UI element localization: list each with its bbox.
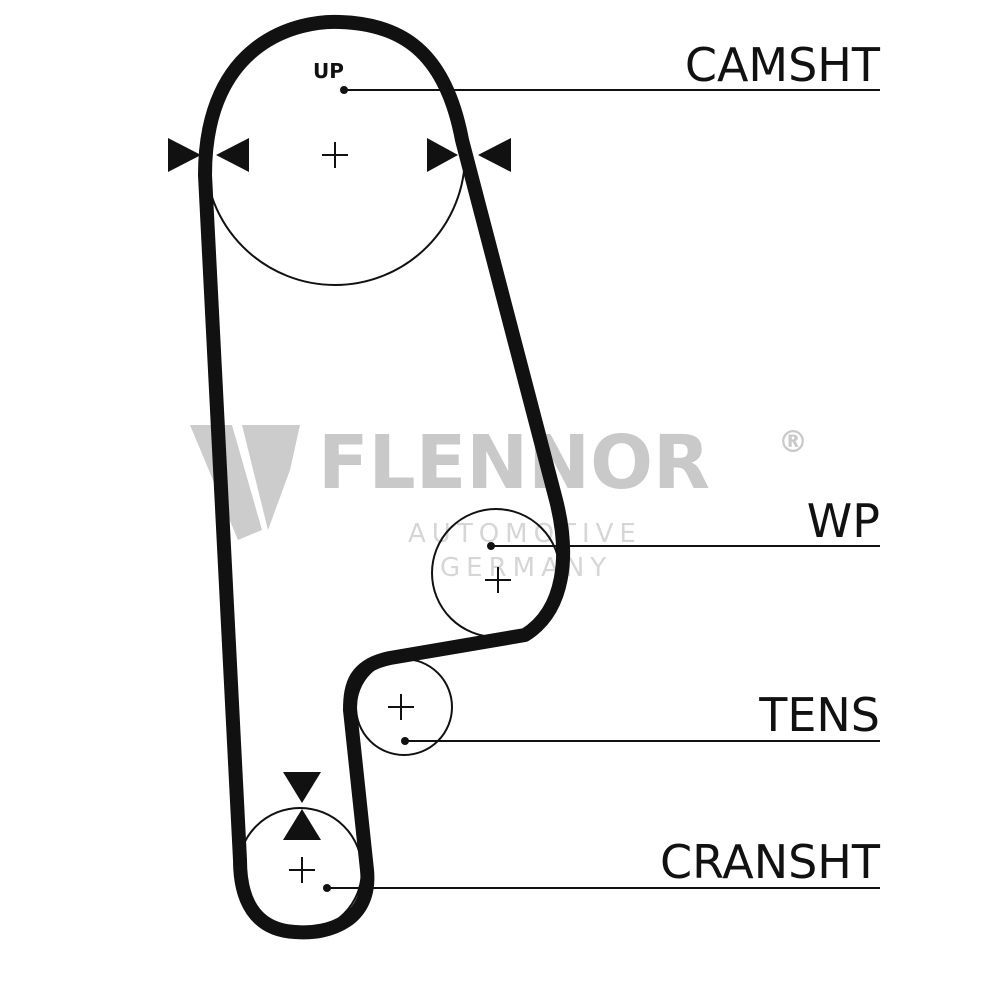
water-pump-center-mark [485,567,511,593]
watermark-line2: GERMANY [440,553,612,583]
up-label: UP [313,59,344,83]
crankshaft-center-mark [289,857,315,883]
crankshaft-timing-mark-icon [283,772,321,840]
crankshaft-label: CRANSHT [660,835,881,889]
watermark: FLENNOR ® AUTOMOTIVE GERMANY [190,420,808,583]
watermark-line1: AUTOMOTIVE [408,519,642,549]
camshaft-label: CAMSHT [685,38,881,92]
timing-belt [198,14,571,940]
watermark-registered: ® [778,425,808,460]
tensioner-label: TENS [758,688,880,742]
camshaft-center-mark [322,142,348,168]
camshaft-right-timing-mark-icon [427,138,511,172]
flennor-logo-mark [190,425,300,540]
watermark-brand: FLENNOR [318,420,710,506]
water-pump-label: WP [807,494,880,548]
camshaft-left-timing-mark-icon [168,138,249,172]
tensioner-center-mark [388,694,414,720]
